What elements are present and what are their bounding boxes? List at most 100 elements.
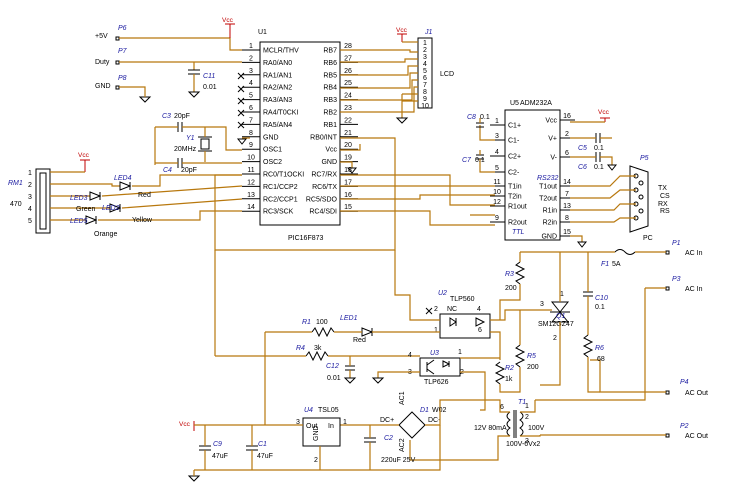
svg-text:0.1: 0.1	[595, 304, 605, 311]
port-p3: P3 AC In	[665, 276, 703, 293]
led-led3: LED3 Green	[70, 191, 102, 213]
svg-text:Q1: Q1	[556, 313, 565, 320]
svg-text:4: 4	[477, 306, 481, 313]
resistor-r2: R2 1k	[494, 361, 514, 385]
u1-pin-num: 10	[247, 155, 255, 162]
connector-p5: P5 TX CS RX RS PC	[629, 155, 670, 242]
transformer-t1: T1 12V 80mA 100V 100V-6Vx2 6 1 2 3	[474, 399, 545, 448]
u1-pin-name: RA1/AN1	[263, 72, 292, 79]
u1-pin-num: 20	[344, 142, 352, 149]
svg-text:Orange: Orange	[94, 231, 117, 238]
u5-pin-num: 16	[563, 113, 571, 120]
svg-text:C10: C10	[595, 295, 608, 302]
svg-text:LED3: LED3	[70, 195, 88, 202]
u5-pin-name: R2out	[508, 220, 527, 227]
svg-text:1: 1	[560, 291, 564, 298]
resistor-r6: R6 68	[582, 334, 605, 363]
port-p7: P7 Duty	[95, 48, 128, 66]
led-led2: LED2 Yellow	[102, 203, 153, 224]
svg-text:100: 100	[316, 319, 328, 326]
svg-text:1: 1	[525, 403, 529, 410]
u1-pin-num: 27	[344, 55, 352, 62]
u1-pin-num: 5	[249, 93, 253, 100]
svg-text:R4: R4	[296, 345, 305, 352]
svg-text:P5: P5	[640, 155, 649, 162]
svg-text:F1: F1	[601, 261, 609, 268]
svg-text:0.1: 0.1	[475, 157, 485, 164]
ic-u5: U5 ADM232A RS232 TTL 1C1+3C1-4C2+5C2-11T…	[490, 100, 575, 241]
svg-text:C6: C6	[578, 164, 587, 171]
u5-pin-num: 10	[493, 189, 501, 196]
svg-text:0.01: 0.01	[203, 84, 217, 91]
capacitor-c3: C3 20pF	[162, 113, 190, 132]
u1-pin-num: 9	[249, 142, 253, 149]
svg-text:C9: C9	[213, 441, 222, 448]
u5-pin-num: 12	[493, 199, 501, 206]
capacitor-c9: C9 47uF	[199, 425, 228, 470]
u5-pin-num: 11	[493, 179, 500, 186]
j1-pin: 1	[423, 40, 427, 47]
rm1-pin: 5	[28, 218, 32, 225]
svg-text:J1: J1	[424, 29, 433, 36]
svg-text:68: 68	[597, 356, 605, 363]
svg-text:R5: R5	[527, 353, 536, 360]
vcc-rail-u1: Vcc	[222, 17, 235, 38]
u5-pin-name: T1in	[508, 184, 522, 191]
port-ref-p7: P7	[118, 48, 128, 55]
port-p1: P1 AC In	[665, 240, 703, 257]
resistor-r3: R3 200	[505, 261, 526, 292]
u5-pin-num: 8	[565, 215, 569, 222]
port-ref-p8: P8	[118, 75, 127, 82]
svg-text:Red: Red	[353, 337, 366, 344]
svg-text:LED5: LED5	[70, 218, 88, 225]
u1-pin-name: RB3	[323, 97, 337, 104]
fuse-f1: F1 5A	[601, 249, 636, 268]
optocoupler-u3: U3 TLP626 4 3 1 2	[408, 349, 464, 386]
svg-text:LED4: LED4	[114, 175, 132, 182]
svg-text:C1: C1	[258, 441, 267, 448]
svg-text:4: 4	[408, 352, 412, 359]
u5-pin-num: 14	[563, 179, 571, 186]
svg-text:3k: 3k	[314, 345, 322, 352]
u1-pin-num: 26	[344, 68, 352, 75]
svg-text:RS: RS	[660, 208, 670, 215]
capacitor-c4: C4 20pF	[163, 158, 197, 174]
svg-text:200: 200	[527, 364, 539, 371]
svg-text:1: 1	[343, 419, 347, 426]
u1-pin-num: 6	[249, 105, 253, 112]
u1-pin-num: 19	[344, 155, 352, 162]
u1-pin-name: RC0/T1OCKI	[263, 172, 304, 179]
u1-pin-num: 15	[344, 204, 352, 211]
svg-text:U3: U3	[430, 350, 439, 357]
u1-pin-num: 14	[247, 204, 255, 211]
u1-pin-num: 2	[249, 55, 253, 62]
port-net-p7: Duty	[95, 59, 110, 66]
u5-pin-num: 1	[495, 118, 499, 125]
u5-pin-name: V-	[550, 155, 557, 162]
u5-pin-num: 2	[565, 131, 569, 138]
vcc-rail-rm1: Vcc	[78, 152, 90, 172]
capacitor-c11: C11 0.01	[187, 62, 217, 98]
svg-text:W02: W02	[432, 407, 447, 414]
u5-pin-name: Vcc	[545, 118, 557, 125]
u1-pin-num: 3	[249, 68, 253, 75]
j1-pin: 3	[423, 54, 427, 61]
svg-text:In: In	[328, 423, 334, 430]
svg-text:TTL: TTL	[512, 229, 525, 236]
svg-text:2: 2	[314, 457, 318, 464]
svg-text:47uF: 47uF	[212, 453, 228, 460]
svg-text:1: 1	[434, 327, 438, 334]
svg-text:Vcc: Vcc	[222, 17, 234, 24]
svg-text:P1: P1	[672, 240, 681, 247]
svg-text:R1: R1	[302, 319, 311, 326]
u1-pin-num: 25	[344, 80, 352, 87]
u5-pin-num: 9	[495, 215, 499, 222]
capacitor-c7: C7 0.1	[462, 150, 495, 173]
svg-text:CS: CS	[660, 193, 670, 200]
capacitor-c5: C5 0.1	[570, 133, 612, 152]
u1-pin-name: RA4/T0CKI	[263, 110, 298, 117]
triac-q1: Q1 SM12GZ47 3 1 2	[538, 291, 574, 342]
j1-label: LCD	[440, 71, 454, 78]
resistor-r1: R1 100	[302, 319, 335, 338]
svg-text:100V: 100V	[528, 425, 545, 432]
